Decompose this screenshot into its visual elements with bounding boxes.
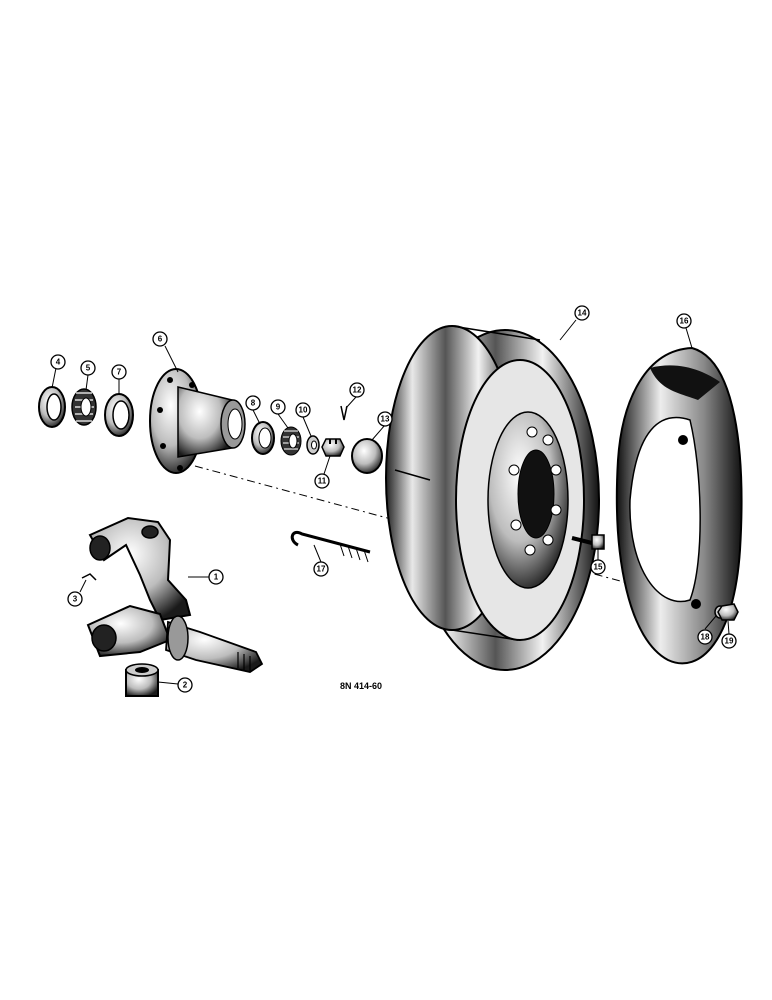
callout-7: 7 — [111, 364, 127, 380]
svg-text:11: 11 — [318, 477, 327, 486]
callout-9: 9 — [270, 399, 286, 415]
figure-code-label: 8N 414-60 — [340, 681, 382, 691]
callout-14: 14 — [574, 305, 590, 321]
svg-text:3: 3 — [73, 595, 78, 604]
bearing-cup-outer-part — [104, 393, 134, 437]
cotter-pin-part — [340, 405, 348, 421]
wheel-hub-part — [149, 368, 246, 474]
callout-4: 4 — [50, 354, 66, 370]
callout-8: 8 — [245, 395, 261, 411]
callout-12: 12 — [349, 382, 365, 398]
callout-3: 3 — [67, 591, 83, 607]
wheel-weight-part — [615, 346, 743, 665]
callout-18: 18 — [697, 629, 713, 645]
svg-text:18: 18 — [701, 633, 710, 642]
callout-1: 1 — [208, 569, 224, 585]
callout-10: 10 — [295, 402, 311, 418]
washer-part — [306, 435, 320, 455]
bearing-cup-part — [38, 386, 66, 428]
svg-text:7: 7 — [117, 368, 122, 377]
hook-bolt-part — [290, 530, 371, 563]
callout-13: 13 — [377, 411, 393, 427]
spindle-part — [86, 516, 264, 673]
callout-16: 16 — [676, 313, 692, 329]
callout-17: 17 — [313, 561, 329, 577]
inner-bearing-cup-part — [251, 421, 275, 455]
svg-text:9: 9 — [276, 403, 281, 412]
svg-text:1: 1 — [214, 573, 219, 582]
svg-text:14: 14 — [578, 309, 587, 318]
svg-text:13: 13 — [381, 415, 390, 424]
svg-text:5: 5 — [86, 364, 91, 373]
callout-15: 15 — [590, 559, 606, 575]
nut-part — [717, 603, 739, 621]
svg-text:6: 6 — [158, 335, 163, 344]
svg-text:4: 4 — [56, 358, 61, 367]
callout-19: 19 — [721, 633, 737, 649]
svg-text:19: 19 — [725, 637, 734, 646]
wheel-rim-part — [385, 325, 600, 671]
callout-2: 2 — [177, 677, 193, 693]
castle-nut-part — [321, 438, 345, 457]
leader-lines — [51, 319, 730, 685]
bearing-cone-part — [71, 388, 97, 426]
inner-bearing-cone-part — [280, 426, 302, 456]
callout-6: 6 — [152, 331, 168, 347]
callout-5: 5 — [80, 360, 96, 376]
svg-text:2: 2 — [183, 681, 188, 690]
grease-cap-part — [351, 438, 383, 474]
svg-text:10: 10 — [299, 406, 308, 415]
callout-11: 11 — [314, 473, 330, 489]
wheel-bolt-part — [571, 534, 605, 550]
grease-fitting-part — [81, 573, 97, 581]
svg-text:15: 15 — [594, 563, 603, 572]
svg-text:17: 17 — [317, 565, 326, 574]
svg-text:8: 8 — [251, 399, 256, 408]
svg-text:16: 16 — [680, 317, 689, 326]
bushing-part — [125, 663, 159, 697]
svg-text:12: 12 — [353, 386, 362, 395]
